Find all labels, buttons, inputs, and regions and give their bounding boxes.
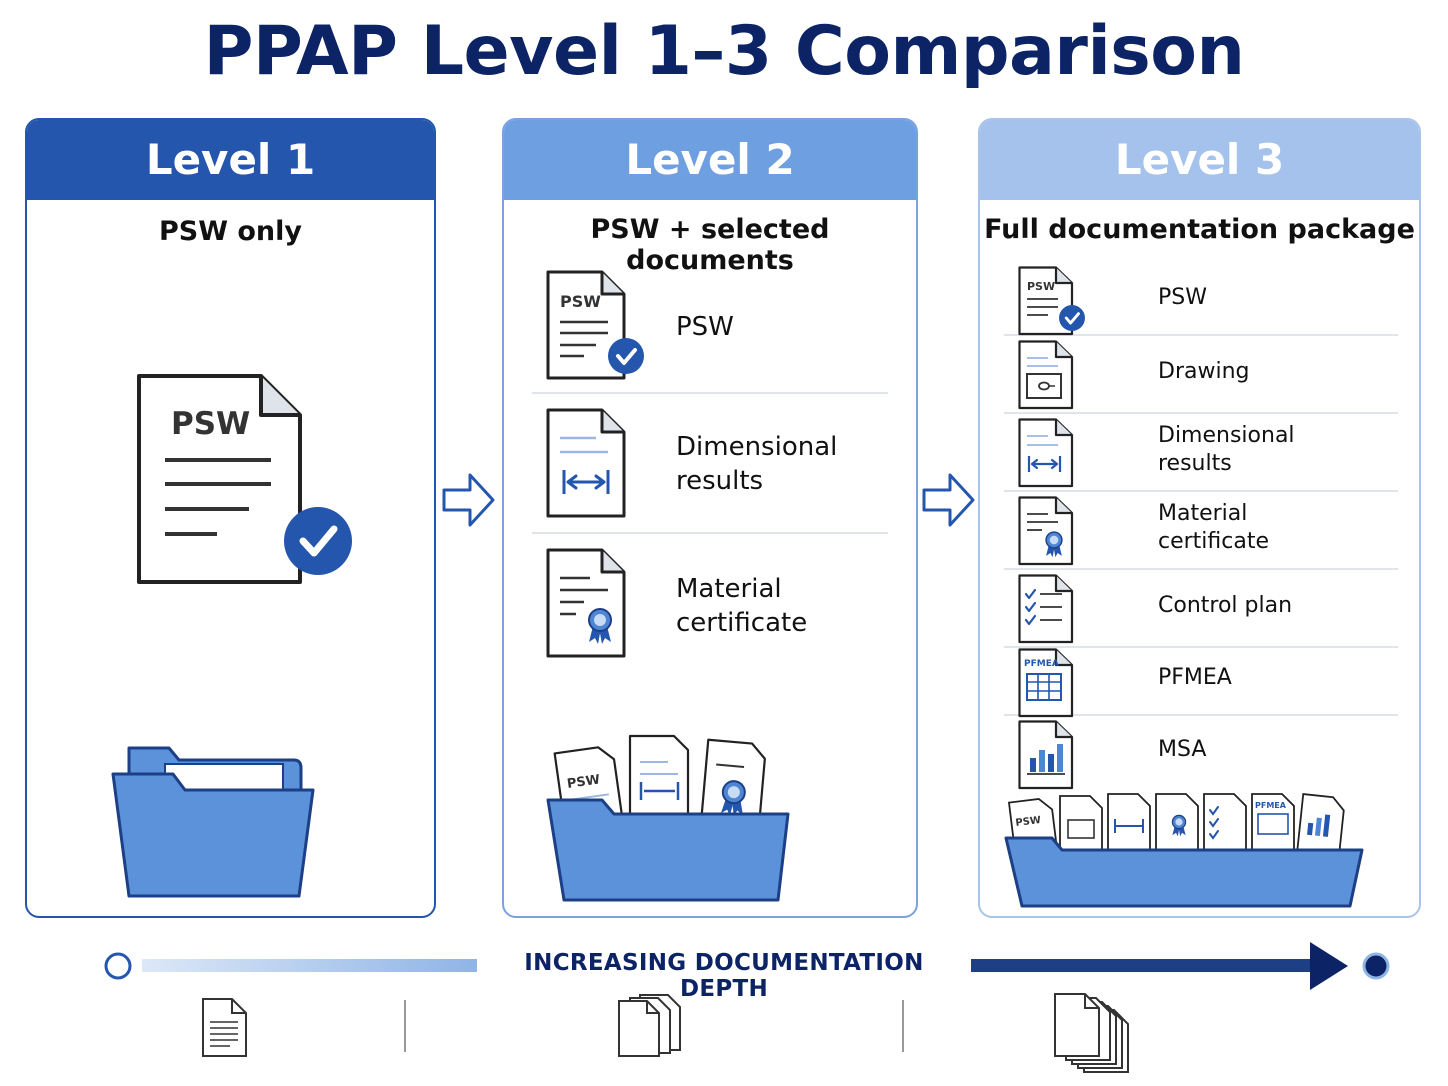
level-2-item: Material certificate <box>532 534 888 664</box>
certificate-doc-icon <box>546 548 626 658</box>
item-label: Dimensional results <box>676 432 838 496</box>
level-3-item: PSW PSW <box>1004 262 1398 336</box>
dimension-doc-icon <box>1018 418 1074 488</box>
multiple-documents-icon <box>618 994 681 1057</box>
depth-scale-graphic <box>104 942 1390 990</box>
checklist-doc-icon <box>1018 574 1074 644</box>
level-1-subtitle: PSW only <box>158 216 303 247</box>
level-2-item: PSW PSW <box>532 270 888 394</box>
item-label: Drawing <box>1158 359 1250 384</box>
depth-label: INCREASING DOCUMENTATION DEPTH <box>524 950 924 1002</box>
level-3-panel: Level 3 Full documentation package PSW P… <box>978 118 1421 918</box>
item-label: Control plan <box>1158 593 1293 618</box>
level-2-item: Dimensional results <box>532 394 888 534</box>
bar-chart-doc-icon <box>1018 720 1074 790</box>
level-3-item: PFMEA PFMEA <box>1004 644 1398 718</box>
document-count-icons <box>0 992 1448 1082</box>
folder-icon <box>111 746 315 898</box>
level-2-subtitle: PSW + selected documents <box>590 214 830 276</box>
svg-text:PFMEA: PFMEA <box>1255 801 1287 810</box>
level-2-header: Level 2 <box>504 120 916 200</box>
document-stack-icon <box>1054 993 1129 1073</box>
psw-check-icon: PSW <box>546 270 646 380</box>
svg-text:PFMEA: PFMEA <box>1024 659 1059 669</box>
item-label: Material certificate <box>676 574 808 638</box>
drawing-doc-icon <box>1018 340 1074 410</box>
level-3-subtitle: Full documentation package <box>984 214 1415 245</box>
level-2-panel: Level 2 PSW + selected documents PSW PSW… <box>502 118 918 918</box>
pfmea-table-icon: PFMEA <box>1018 648 1074 718</box>
item-label: PSW <box>676 312 734 342</box>
page-title: PPAP Level 1–3 Comparison <box>203 12 1245 91</box>
flow-arrow-icon <box>442 473 495 527</box>
svg-text:PSW: PSW <box>566 772 601 791</box>
svg-text:PSW: PSW <box>1015 815 1042 829</box>
level-3-item: MSA <box>1004 716 1398 790</box>
svg-text:PSW: PSW <box>171 406 250 442</box>
level-3-item: Material certificate <box>1004 492 1398 570</box>
svg-text:PSW: PSW <box>1027 280 1055 293</box>
psw-check-icon: PSW <box>137 374 352 584</box>
item-label: PFMEA <box>1158 665 1232 690</box>
level-3-item: Control plan <box>1004 570 1398 648</box>
svg-text:PSW: PSW <box>560 292 601 311</box>
psw-check-icon: PSW <box>1018 266 1087 336</box>
item-label: Dimensional results <box>1158 423 1295 476</box>
folder-with-documents-icon: PSW <box>546 734 790 902</box>
divider <box>404 1000 406 1052</box>
level-3-item: Dimensional results <box>1004 414 1398 492</box>
single-document-icon <box>202 998 247 1057</box>
dimension-doc-icon <box>546 408 626 518</box>
folder-with-documents-icon: PSW PFMEA <box>1004 793 1364 908</box>
level-1-header: Level 1 <box>27 120 434 200</box>
item-label: PSW <box>1158 285 1207 310</box>
level-3-item: Drawing <box>1004 336 1398 414</box>
documentation-depth-scale: INCREASING DOCUMENTATION DEPTH <box>0 940 1448 1002</box>
divider <box>902 1000 904 1052</box>
level-1-panel: Level 1 PSW only PSW <box>25 118 436 918</box>
flow-arrow-icon <box>922 473 975 527</box>
certificate-doc-icon <box>1018 496 1074 566</box>
level-3-header: Level 3 <box>980 120 1419 200</box>
item-label: Material certificate <box>1158 501 1270 554</box>
item-label: MSA <box>1158 737 1207 762</box>
